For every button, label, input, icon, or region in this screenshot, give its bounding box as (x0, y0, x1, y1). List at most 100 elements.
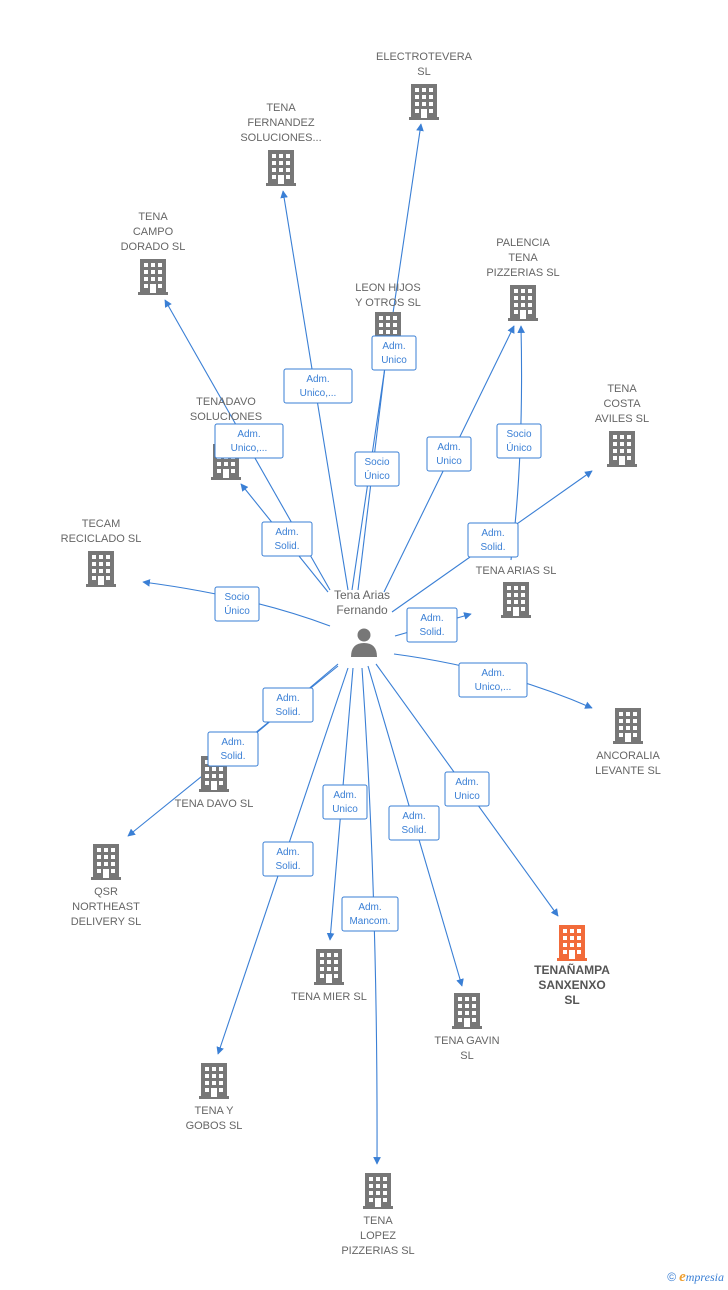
edge-label-box (207, 731, 259, 767)
person-name: Tena Arias (334, 588, 390, 602)
edge-label-text: Adm. (420, 613, 443, 624)
company-name: TENA GAVIN (434, 1035, 499, 1047)
edge-label-e-palencia-1[interactable]: Adm. Unico (426, 436, 472, 472)
edge-label-text: Adm. (382, 341, 405, 352)
edge-label-e-mier[interactable]: Adm. Unico (322, 784, 368, 820)
edge-label-e-gobos[interactable]: Adm.Solid. (262, 841, 314, 877)
company-name: TENAÑAMPA (534, 962, 610, 977)
edge-label-e-arias[interactable]: Adm. Solid. (406, 607, 458, 643)
edge-label-text: Unico (454, 791, 480, 802)
company-name: TENA DAVO SL (175, 798, 254, 810)
building-icon (409, 84, 439, 120)
edge-label-box (444, 771, 490, 807)
edge-label-e-tenadavo[interactable]: Adm.Solid. (261, 521, 313, 557)
building-icon (138, 259, 168, 295)
edge-label-text: Adm. (358, 902, 381, 913)
nodes-layer: ELECTROTEVERASLTENAFERNANDEZSOLUCIONES..… (61, 51, 661, 1257)
edge-label-e-tenanampa[interactable]: Adm.Unico (444, 771, 490, 807)
edge-label-text: Adm. (333, 790, 356, 801)
edge-label-box (283, 368, 353, 404)
edge-label-e-ancoralia[interactable]: Adm.Unico,... (458, 662, 528, 698)
edge-label-text: Socio (506, 429, 531, 440)
building-icon (557, 925, 587, 961)
brand-footer[interactable]: © empresia (667, 1269, 724, 1286)
edge-label-text: Unico (436, 456, 462, 467)
edge-label-e-davo[interactable]: Adm.Solid. (262, 687, 314, 723)
edge-label-box (467, 522, 519, 558)
company-node-tena-davo[interactable]: TENA DAVO SL (175, 756, 254, 810)
company-name: PIZZERIAS SL (486, 267, 559, 279)
edge-label-text: Solid. (220, 751, 245, 762)
brand-logo-text: mpresia (685, 1270, 724, 1284)
edge-label-text: Solid. (401, 825, 426, 836)
company-name: DORADO SL (121, 241, 186, 253)
company-name: TENA Y (195, 1105, 235, 1117)
company-name: ANCORALIA (596, 750, 660, 762)
company-name: PIZZERIAS SL (341, 1245, 414, 1257)
edge-label-text: Único (506, 441, 532, 454)
company-name: TENA (508, 252, 538, 264)
edge-label-box (341, 896, 399, 932)
company-name: GOBOS SL (186, 1120, 243, 1132)
company-name: Y OTROS SL (355, 297, 421, 309)
company-name: CAMPO (133, 226, 174, 238)
edge-label-box (214, 423, 284, 459)
edge-label-box (496, 423, 542, 459)
edge-label-e-qsr[interactable]: Adm.Solid. (207, 731, 259, 767)
edge-label-text: Unico (332, 804, 358, 815)
company-name: TENA (363, 1215, 393, 1227)
company-name: TENA (607, 383, 637, 395)
company-node-tena-arias[interactable]: TENA ARIAS SL (476, 565, 557, 618)
company-name: SOLUCIONES... (240, 132, 321, 144)
company-name: RECICLADO SL (61, 533, 142, 545)
company-name: SL (564, 993, 579, 1007)
edge-label-e-campo[interactable]: Adm.Unico,... (214, 423, 284, 459)
building-icon (199, 1063, 229, 1099)
company-node-tena-mier[interactable]: TENA MIER SL (291, 949, 367, 1003)
edge-label-box (322, 784, 368, 820)
edge-label-text: Unico,... (231, 443, 268, 454)
company-node-tena-fernandez[interactable]: TENAFERNANDEZSOLUCIONES... (240, 102, 322, 186)
company-name: ELECTROTEVERA (376, 51, 473, 63)
company-name: TENADAVO (196, 396, 256, 408)
edge-label-text: Adm. (275, 527, 298, 538)
company-node-tecam[interactable]: TECAM RECICLADO SL (61, 518, 142, 587)
building-icon (266, 150, 296, 186)
edge-label-e-fernandez[interactable]: Adm.Unico,... (283, 368, 353, 404)
company-name: FERNANDEZ (247, 117, 315, 129)
building-icon (91, 844, 121, 880)
edge-label-box (406, 607, 458, 643)
edge-label-e-lopez[interactable]: Adm.Mancom. (341, 896, 399, 932)
company-name: TENA MIER SL (291, 991, 367, 1003)
company-node-tena-y-gobos[interactable]: TENA Y GOBOS SL (186, 1063, 243, 1132)
edge-label-e-leon[interactable]: Adm. Unico (371, 335, 417, 371)
company-name: TECAM (82, 518, 121, 530)
edge-label-text: Unico (381, 355, 407, 366)
edge-label-text: Solid. (419, 627, 444, 638)
company-name: LEVANTE SL (595, 765, 661, 777)
brand-logo-initial: e (679, 1269, 686, 1285)
company-name: QSR (94, 886, 118, 898)
company-name: COSTA (603, 398, 641, 410)
copyright-icon: © (667, 1270, 677, 1284)
company-node-ancoralia[interactable]: ANCORALIA LEVANTE SL (595, 708, 661, 777)
edge-label-text: Adm. (437, 442, 460, 453)
edge-label-text: Unico,... (300, 388, 337, 399)
edge-label-e-costa[interactable]: Adm.Solid. (467, 522, 519, 558)
edge-label-e-gavin[interactable]: Adm.Solid. (388, 805, 440, 841)
